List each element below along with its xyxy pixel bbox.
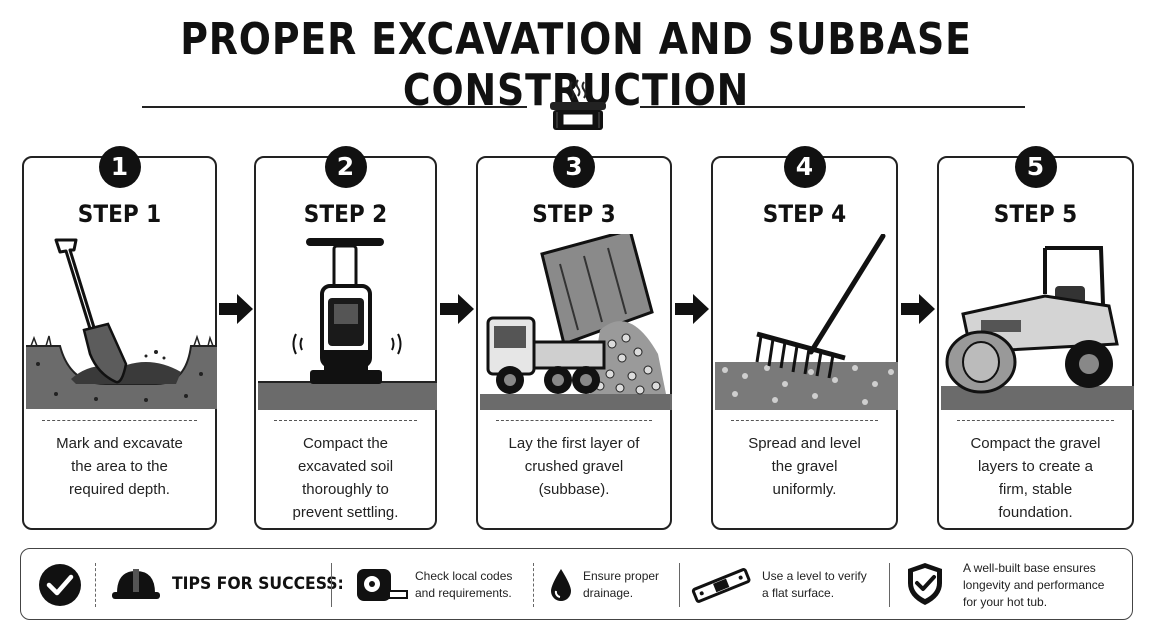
step-card-2: 2 STEP 2 Compact the excavated soil thor… xyxy=(254,146,437,530)
tip-line: Use a level to verify xyxy=(762,569,867,583)
arrow-right-icon xyxy=(901,294,935,324)
desc-line: Compact the gravel xyxy=(970,435,1101,452)
step-description: Lay the first layer of crushed gravel (s… xyxy=(490,432,658,501)
step-label: STEP 5 xyxy=(993,200,1078,228)
dump-truck-icon xyxy=(480,234,672,410)
title-rule-right xyxy=(640,106,1025,108)
step-card-3: 3 STEP 3 Lay the first layer of crushed … xyxy=(476,146,672,530)
step-label: STEP 1 xyxy=(77,200,162,228)
tip-line: Ensure proper xyxy=(583,569,660,583)
desc-line: Compact the xyxy=(302,435,389,452)
tips-panel: TIPS FOR SUCCESS: Check local codes and … xyxy=(20,548,1133,620)
desc-line: (subbase). xyxy=(538,481,610,498)
rake-icon xyxy=(715,234,898,410)
tip-line: A well-built base ensures xyxy=(963,561,1096,575)
desc-line: excavated soil xyxy=(297,458,394,475)
spirit-level-icon xyxy=(691,568,751,603)
desc-line: the area to the xyxy=(71,458,168,475)
step-number-badge: 2 xyxy=(324,146,367,188)
title-rule-left xyxy=(142,106,527,108)
tip-text: Use a level to verify a flat surface. xyxy=(762,568,867,602)
desc-line: Mark and excavate xyxy=(56,435,183,452)
step-description: Mark and excavate the area to the requir… xyxy=(36,432,203,501)
divider xyxy=(496,420,652,421)
page-title: PROPER EXCAVATION AND SUBBASE CONSTRUCTI… xyxy=(180,14,972,116)
hot-tub-icon xyxy=(550,79,606,130)
divider xyxy=(957,420,1114,421)
desc-line: foundation. xyxy=(998,504,1073,521)
step-description: Compact the gravel layers to create a fi… xyxy=(951,432,1120,524)
tip-line: and requirements. xyxy=(415,586,512,600)
step-number-badge: 4 xyxy=(783,146,826,188)
desc-line: crushed gravel xyxy=(524,458,624,475)
divider xyxy=(274,420,417,421)
divider xyxy=(331,563,332,607)
divider xyxy=(42,420,197,421)
checkmark-circle-icon xyxy=(39,564,81,606)
shield-check-icon xyxy=(908,563,942,605)
hard-hat-icon xyxy=(112,569,160,599)
desc-line: thoroughly to xyxy=(302,481,389,498)
tip-text: Check local codes and requirements. xyxy=(415,568,512,602)
arrow-right-icon xyxy=(675,294,709,324)
divider xyxy=(731,420,878,421)
step-card-5: 5 STEP 5 Compact the gravel layers to cr… xyxy=(937,146,1134,530)
step-description: Compact the excavated soil thoroughly to… xyxy=(268,432,423,524)
tip-line: for your hot tub. xyxy=(963,595,1048,609)
plate-compactor-icon xyxy=(258,238,437,410)
desc-line: Spread and level xyxy=(748,435,861,452)
tape-measure-icon xyxy=(357,569,408,601)
tip-line: Check local codes xyxy=(415,569,513,583)
divider xyxy=(95,563,96,607)
desc-line: the gravel xyxy=(771,458,838,475)
tip-line: a flat surface. xyxy=(762,586,835,600)
road-roller-icon xyxy=(941,246,1134,410)
tip-line: longevity and performance xyxy=(963,578,1105,592)
divider xyxy=(889,563,890,607)
desc-line: prevent settling. xyxy=(292,504,399,521)
step-card-4: 4 STEP 4 Spread and level the gravel uni… xyxy=(711,146,898,530)
tip-text: A well-built base ensures longevity and … xyxy=(963,560,1104,611)
arrow-right-icon xyxy=(440,294,474,324)
desc-line: Lay the first layer of xyxy=(508,435,640,452)
step-number-badge: 3 xyxy=(553,146,595,188)
arrow-right-icon xyxy=(219,294,253,324)
divider xyxy=(679,563,680,607)
desc-line: required depth. xyxy=(69,481,170,498)
tip-line: drainage. xyxy=(583,586,634,600)
step-label: STEP 2 xyxy=(303,200,388,228)
step-number-badge: 5 xyxy=(1014,146,1057,188)
desc-line: layers to create a xyxy=(977,458,1094,475)
step-description: Spread and level the gravel uniformly. xyxy=(725,432,884,501)
step-label: STEP 3 xyxy=(532,200,616,228)
tip-text: Ensure proper drainage. xyxy=(583,568,659,602)
divider xyxy=(533,563,534,607)
shovel-icon xyxy=(26,238,217,409)
tips-title: TIPS FOR SUCCESS: xyxy=(172,574,344,594)
step-card-1: 1 STEP 1 Mark and excavate the area to t… xyxy=(22,146,217,530)
desc-line: uniformly. xyxy=(772,481,837,498)
step-number-badge: 1 xyxy=(98,146,141,188)
desc-line: firm, stable xyxy=(998,481,1073,498)
step-label: STEP 4 xyxy=(762,200,847,228)
water-drop-icon xyxy=(551,569,571,601)
